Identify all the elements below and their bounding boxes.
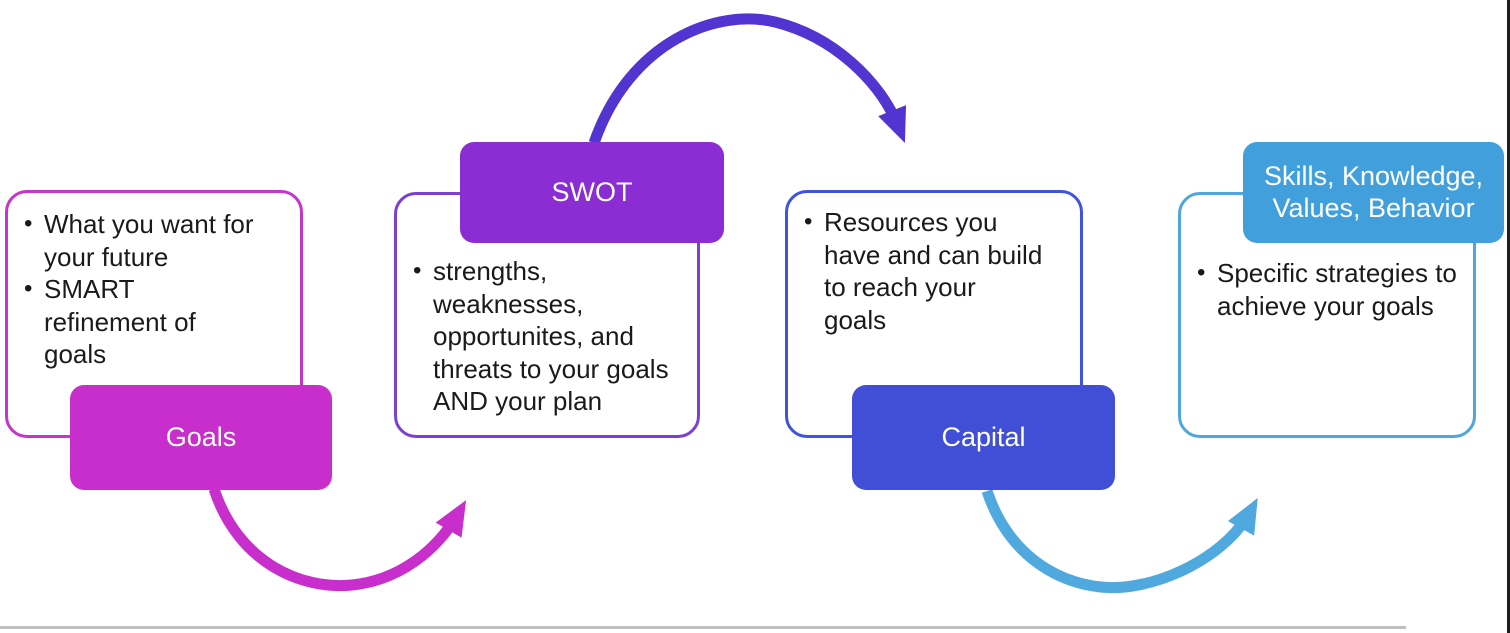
step-box-goals: • What you want for your future • SMART … [5,190,303,438]
bullet-text: Specific strategies to achieve your goal… [1217,258,1457,321]
bullet-text: strengths, weaknesses, opportunites, and… [433,256,669,416]
bullet-item: • Resources you have and can build to re… [804,206,1044,336]
bullet-item: • SMART refinement of goals [24,273,264,371]
bullet-marker: • [24,275,33,302]
bullet-marker: • [413,257,422,284]
bullet-item: • Specific strategies to achieve your go… [1197,257,1473,322]
step-label-swot: SWOT [460,142,724,243]
bullet-text: What you want for your future [44,209,254,272]
bullet-item: • strengths, weaknesses, opportunites, a… [413,255,671,418]
step-label-capital: Capital [852,385,1115,490]
step-label-goals: Goals [70,385,332,490]
step-label-skills: Skills, Knowledge, Values, Behavior [1243,142,1504,243]
bullet-item: • What you want for your future [24,208,264,273]
right-edge-line [1507,0,1510,633]
arrow-capital-to-skills [981,489,1258,594]
bullet-text: SMART refinement of goals [44,274,196,369]
arrow-goals-to-swot [208,487,467,592]
bullet-marker: • [1197,259,1206,286]
bottom-divider-line [0,626,1406,629]
bullet-marker: • [804,208,813,235]
bullet-text: Resources you have and can build to reac… [824,207,1043,335]
bullet-marker: • [24,210,33,237]
arrow-swot-to-capital [588,13,907,145]
